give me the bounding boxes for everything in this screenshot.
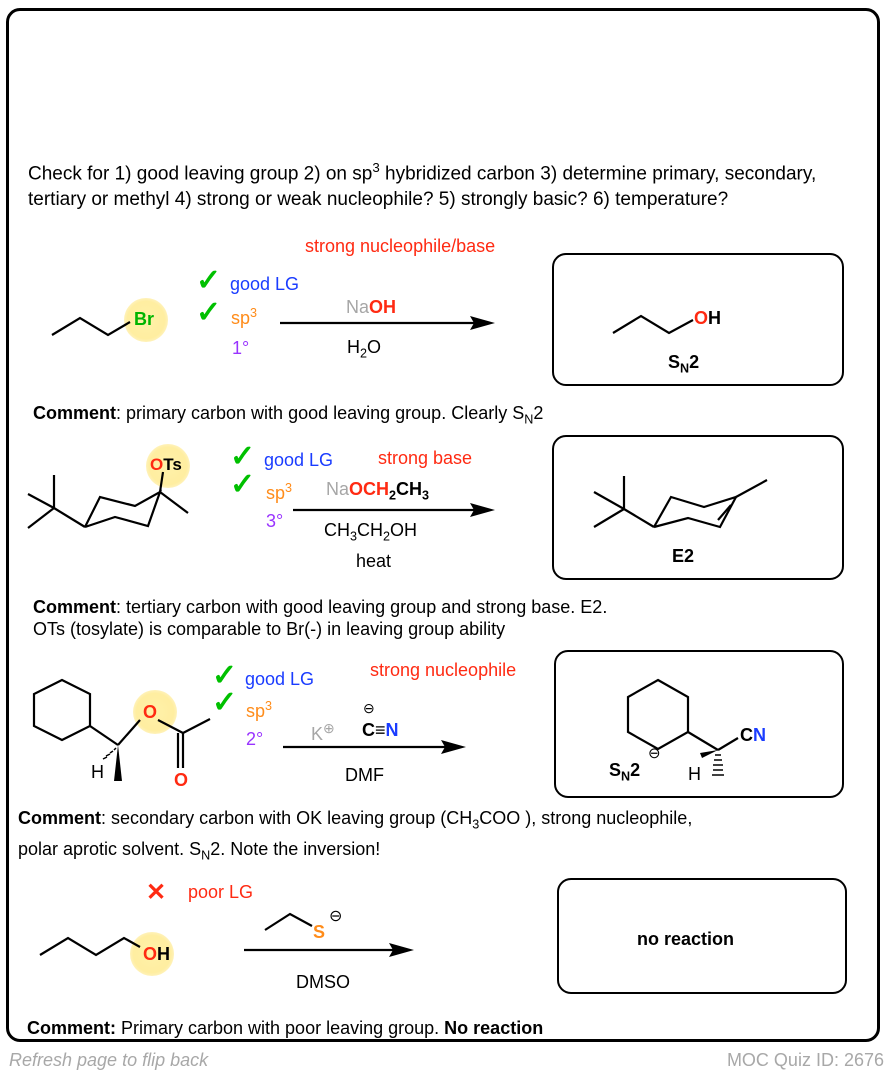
check-icon: ✓	[196, 264, 222, 297]
hydrogen-label: H	[688, 764, 701, 784]
comment-4: Comment: Primary carbon with poor leavin…	[27, 1018, 544, 1038]
cyclohexyl-acetate-structure	[32, 678, 211, 781]
reagent: NaOH	[346, 297, 397, 317]
mechanism-label: SN2	[609, 760, 641, 784]
nitrile-label: CN	[740, 725, 766, 745]
product-box	[557, 878, 847, 994]
comment-1: Comment: primary carbon with good leavin…	[33, 403, 544, 427]
propanol-structure	[612, 314, 694, 335]
reaction-arrow	[283, 740, 466, 754]
negative-charge-icon: ⊖	[329, 908, 343, 925]
comment-3: Comment: secondary carbon with OK leavin…	[18, 808, 693, 863]
reaction-arrow	[293, 503, 495, 517]
bromine-label: Br	[134, 309, 155, 329]
solvent: DMSO	[296, 972, 350, 992]
poor-lg-label: poor LG	[188, 882, 254, 902]
hydroxyl-label: OH	[694, 308, 722, 328]
sp3-label: sp3	[231, 306, 258, 328]
check-icon: ✓	[212, 686, 238, 719]
reaction-arrow	[280, 316, 495, 330]
quiz-id: MOC Quiz ID: 2676	[726, 1050, 884, 1070]
leaving-group-highlight	[146, 444, 190, 488]
mechanism-label: SN2	[668, 352, 700, 376]
check-icon: ✓	[212, 659, 238, 692]
hydrogen-label: H	[91, 762, 104, 782]
nitrile-product-structure	[626, 678, 739, 776]
carbonyl-oxygen-label: O	[174, 770, 189, 790]
condition: heat	[356, 551, 392, 571]
good-lg-label: good LG	[245, 669, 315, 689]
reagent-note: strong base	[378, 448, 473, 468]
hydroxyl-label: OH	[143, 944, 171, 964]
tert-butyl-cyclohexyl-tosylate-structure	[27, 471, 189, 529]
product-box	[554, 650, 844, 798]
check-icon: ✓	[196, 296, 222, 329]
degree-label: 1°	[232, 338, 250, 358]
solvent: DMF	[345, 765, 384, 785]
product-box	[552, 253, 844, 386]
solvent: H2O	[347, 337, 382, 361]
no-reaction-label: no reaction	[637, 929, 735, 949]
degree-label: 2°	[246, 729, 264, 749]
negative-charge-icon: ⊖	[363, 700, 375, 716]
reagent-note: strong nucleophile	[370, 660, 517, 680]
solvent: CH3CH2OH	[324, 520, 418, 544]
sulfur-label: S	[313, 922, 326, 942]
potassium-label: K⊕	[311, 720, 335, 744]
good-lg-label: good LG	[264, 450, 334, 470]
ester-oxygen-label: O	[143, 702, 158, 722]
check-icon: ✓	[230, 468, 256, 501]
ethanethiolate-structure	[264, 912, 313, 931]
product-box	[552, 435, 844, 580]
x-mark-icon: ✕	[146, 879, 167, 906]
sp3-label: sp3	[246, 699, 273, 721]
negative-charge-icon: ⊖	[648, 745, 661, 762]
cyanide-label: C≡N	[362, 720, 399, 740]
leaving-group-highlight	[124, 298, 168, 342]
propyl-bromide-structure	[51, 316, 131, 337]
reagent: NaOCH2CH3	[326, 479, 430, 503]
refresh-hint: Refresh page to flip back	[9, 1050, 209, 1070]
check-icon: ✓	[230, 440, 256, 473]
sp3-label: sp3	[266, 481, 293, 503]
butanol-structure	[39, 936, 141, 957]
intro-checklist: Check for 1) good leaving group 2) on sp…	[28, 160, 817, 211]
alkene-product-structure	[593, 476, 768, 529]
leaving-group-highlight	[130, 932, 174, 976]
reagent-note: strong nucleophile/base	[305, 236, 496, 256]
comment-2: Comment: tertiary carbon with good leavi…	[33, 597, 608, 639]
tosylate-label: OTs	[150, 455, 182, 474]
flashcard[interactable]	[6, 8, 880, 1042]
mechanism-label: E2	[672, 546, 695, 566]
good-lg-label: good LG	[230, 274, 300, 294]
degree-label: 3°	[266, 511, 284, 531]
reaction-arrow	[244, 943, 414, 957]
